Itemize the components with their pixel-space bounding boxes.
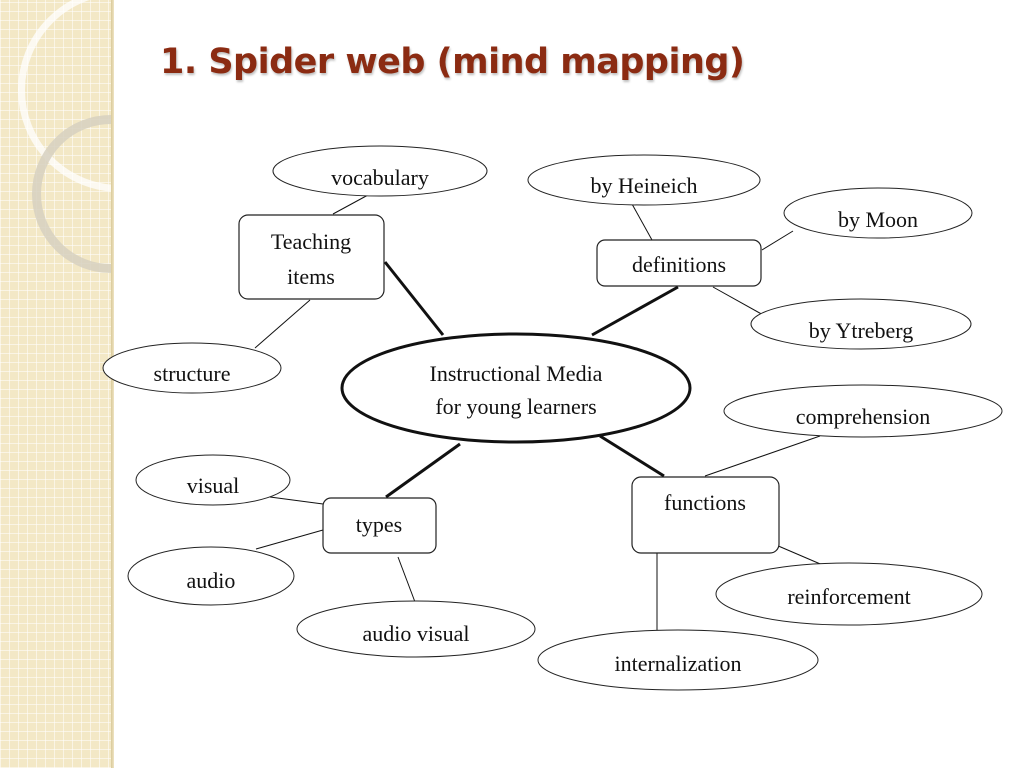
connector-center-functions [599,434,665,478]
leaf-audio: audio [127,546,295,606]
leaf-vocabulary: vocabulary [272,145,488,197]
branch-teaching-items: Teaching items [238,214,385,300]
leaf-visual-label: visual [187,473,240,498]
connector-center-types [385,442,461,499]
branch-teaching-items-line-1: Teaching [271,229,351,254]
branch-types: types [322,497,437,554]
branch-functions-label: functions [664,490,746,515]
leaf-by-moon-label: by Moon [838,207,918,232]
leaf-by-ytreberg: by Ytreberg [750,298,972,350]
connector-audio-visual [397,556,416,603]
leaf-reinforcement: reinforcement [715,562,983,626]
leaf-visual: visual [135,454,291,506]
connector-center-definitions [591,285,679,337]
leaf-by-moon: by Moon [783,187,973,239]
branch-functions: functions [631,476,780,554]
leaf-internalization: internalization [537,629,819,691]
leaf-structure-label: structure [154,361,231,386]
branch-teaching-items-line-2: items [287,264,335,289]
connector-heineich [631,203,653,241]
connector-center-teaching-items [383,261,445,336]
leaf-reinforcement-label: reinforcement [787,584,910,609]
leaf-structure: structure [102,342,282,394]
branch-definitions: definitions [596,239,762,287]
center-node: Instructional Media for young learners [340,332,692,444]
connector-visual [269,496,324,505]
leaf-audio-visual: audio visual [296,600,536,658]
connector-comprehension [704,435,821,477]
connector-audio [255,529,324,550]
connector-vocabulary [332,194,369,215]
leaf-comprehension: comprehension [723,384,1003,438]
connectors [254,194,826,634]
center-node-line-1: Instructional Media [430,361,603,386]
connector-moon [761,230,794,251]
leaf-by-heineich: by Heineich [527,154,761,206]
leaf-internalization-label: internalization [614,651,741,676]
leaf-by-ytreberg-label: by Ytreberg [809,318,913,343]
leaf-audio-label: audio [187,568,236,593]
sidebar-edge [111,0,114,768]
leaf-by-heineich-label: by Heineich [591,173,698,198]
connector-ytreberg [712,286,766,317]
connector-reinforcement [775,544,826,567]
branch-types-label: types [356,512,402,537]
center-node-line-2: for young learners [435,394,596,419]
leaf-audio-visual-label: audio visual [363,621,470,646]
slide-title: 1. Spider web (mind mapping) [160,42,745,82]
leaf-vocabulary-label: vocabulary [331,165,429,190]
leaf-comprehension-label: comprehension [796,404,930,429]
connector-structure [254,299,311,349]
decorative-sidebar [0,0,113,768]
branch-definitions-label: definitions [632,252,726,277]
